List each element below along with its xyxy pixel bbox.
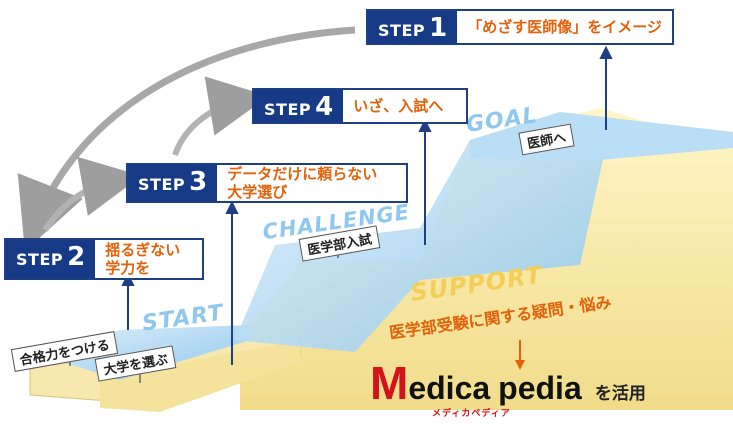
step-3-box: STEP 3 データだけに頼らない 大学選び xyxy=(126,163,408,203)
arrow-head-brand xyxy=(515,360,525,370)
logo-m: M xyxy=(370,357,409,409)
step-3-text: データだけに頼らない 大学選び xyxy=(227,165,378,201)
start-slab-front xyxy=(100,340,300,412)
arrow-step3-to-step4 xyxy=(172,76,269,157)
step-2-box: STEP 2 揺るぎない 学力を xyxy=(4,238,204,280)
step-2-text: 揺るぎない 学力を xyxy=(105,241,181,277)
step-4-text: いざ、入試へ xyxy=(353,97,444,115)
brand-suffix: を活用 xyxy=(594,384,646,404)
logo-edica: edica xyxy=(408,370,491,406)
arrow-step2-to-step3 xyxy=(42,156,142,232)
step-1-box: STEP 1 「めざす医師像」をイメージ xyxy=(366,9,674,45)
logo-pedia: pedia xyxy=(498,370,582,406)
arrow-head-step2 xyxy=(121,272,135,286)
logo-kana: メディカペディア xyxy=(432,409,511,419)
step-3-tag: STEP 3 xyxy=(128,165,218,201)
step-1-tag: STEP 1 xyxy=(368,11,458,43)
arrow-head-step1 xyxy=(599,45,613,59)
challenge-ramp xyxy=(235,118,605,352)
step-1-text: 「めざす医師像」をイメージ xyxy=(467,18,662,36)
step-2-tag: STEP 2 xyxy=(6,240,96,278)
arrow-step1-to-step2 xyxy=(17,26,356,252)
step-4-tag: STEP 4 xyxy=(254,90,344,122)
step-4-box: STEP 4 いざ、入試へ xyxy=(252,88,468,124)
arrow-head-step4 xyxy=(418,118,432,132)
arrow-head-step3 xyxy=(225,200,239,214)
